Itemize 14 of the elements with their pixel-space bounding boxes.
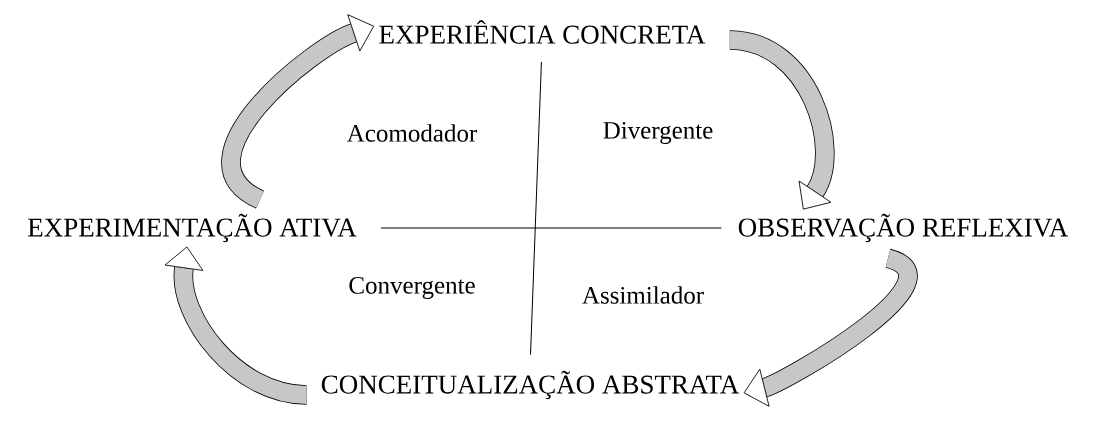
curved-arrow bbox=[164, 246, 308, 405]
quadrant-label: Assimilador bbox=[582, 286, 704, 304]
quadrant-label: Acomodador bbox=[347, 124, 478, 142]
stage-label: CONCEITUALIZAÇÃO ABSTRATA bbox=[321, 370, 740, 400]
curved-arrow bbox=[221, 14, 375, 208]
curved-arrow bbox=[728, 30, 835, 210]
curved-arrow bbox=[743, 249, 918, 407]
axis-line bbox=[380, 227, 722, 229]
stage-label: EXPERIÊNCIA CONCRETA bbox=[379, 20, 706, 44]
stage-label: EXPERIMENTAÇÃO ATIVA bbox=[28, 213, 357, 243]
quadrant-label: Convergente bbox=[349, 277, 475, 299]
axis-line bbox=[530, 61, 542, 356]
quadrant-label: Divergente bbox=[603, 122, 713, 144]
stage-label: OBSERVAÇÃO REFLEXIVA bbox=[738, 213, 1069, 243]
